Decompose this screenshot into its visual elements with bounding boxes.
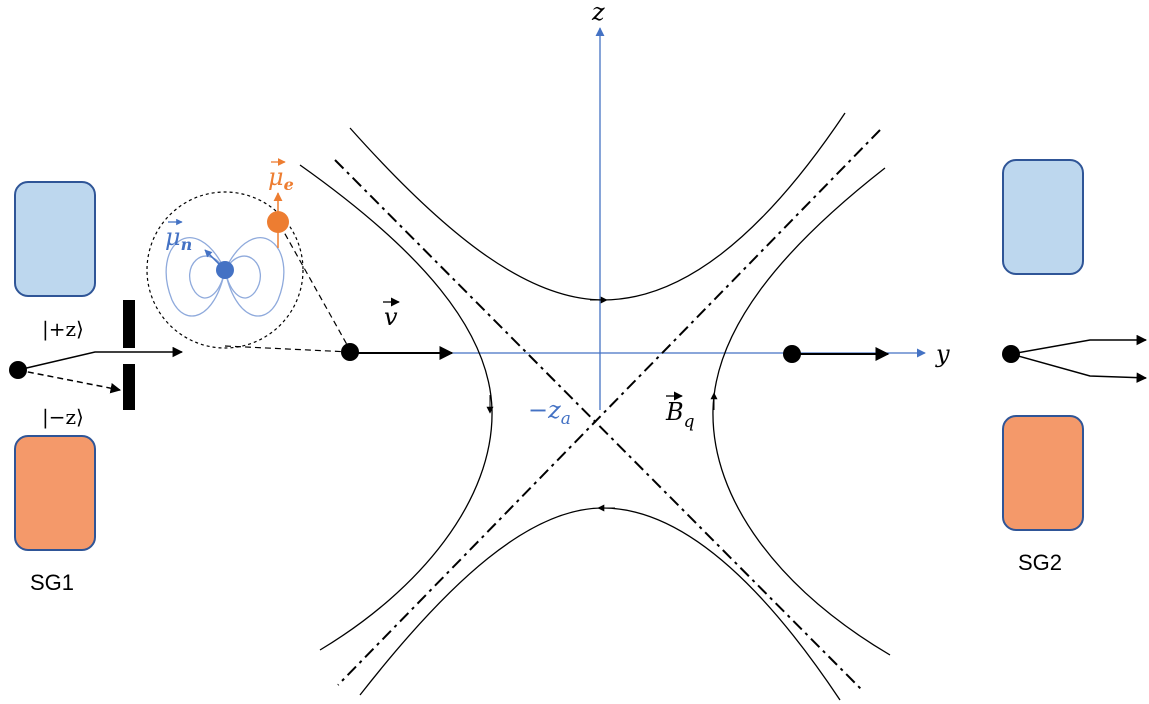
sg2-label: SG2 [1018, 550, 1062, 575]
sg2-magnet-bottom [1002, 415, 1084, 531]
sg1-label: SG1 [30, 570, 74, 595]
field-line-bottom [359, 507, 841, 701]
particle-dot [341, 343, 359, 361]
field-label: Bq [665, 398, 695, 432]
electron-dot [267, 211, 289, 233]
mu-n-label: μn [165, 223, 192, 254]
inset-leader-1 [279, 224, 351, 351]
field-line-top [349, 112, 846, 301]
z-axis-label: z [591, 0, 605, 26]
mu-e-label: μe [268, 163, 294, 194]
beam-minus [17, 369, 122, 394]
atom-inset [146, 191, 304, 349]
inset-leader-2 [224, 345, 351, 353]
sg2-beam-down [1010, 353, 1148, 383]
ket-plus-label: |+z⟩ [42, 317, 84, 342]
sg2-magnet-top [1002, 159, 1084, 275]
velocity-label: v [384, 303, 398, 331]
nucleus-dot [216, 261, 234, 279]
beam-block-upper [123, 300, 135, 348]
exit-particle-dot [783, 345, 801, 363]
sg2-beam-up [1010, 334, 1148, 355]
asymptote-1 [334, 159, 863, 691]
asymptote-2 [337, 129, 881, 686]
offset-label: −za [528, 396, 571, 429]
sg1-magnet-bottom [14, 435, 96, 551]
beam-plus [17, 346, 184, 371]
beam-block-lower [123, 364, 135, 410]
y-axis-label: y [935, 340, 950, 368]
dipole-field-lines [165, 237, 285, 317]
ket-minus-label: |−z⟩ [42, 405, 84, 430]
sg1-magnet-top [14, 181, 96, 297]
field-line-right [712, 167, 891, 656]
